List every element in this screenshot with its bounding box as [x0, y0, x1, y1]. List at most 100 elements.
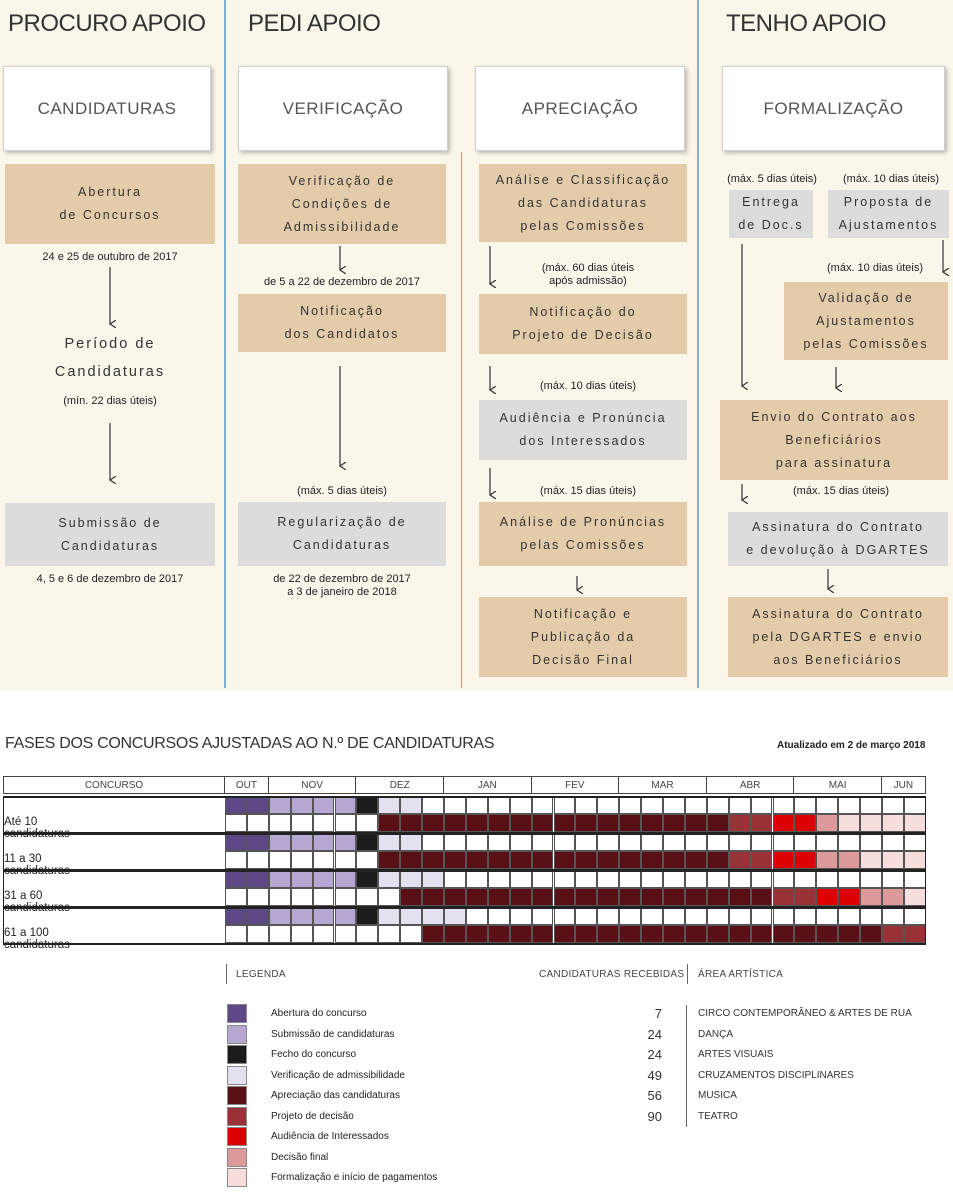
- step-periodo-candidaturas: Período de Candidaturas: [54, 336, 166, 380]
- analise-note: (máx. 60 dias úteis após admissão): [541, 262, 635, 287]
- gantt-row-frame: [3, 907, 926, 944]
- gantt-cell: [794, 851, 817, 869]
- gantt-cell: [400, 851, 423, 869]
- gantt-cell: [882, 888, 904, 906]
- gantt-cell: [684, 814, 707, 832]
- month-header: NOV: [269, 776, 357, 794]
- step-validacao-ajustamentos: Validação de Ajustamentos pelas Comissõe…: [784, 282, 948, 360]
- gantt-cell: [619, 851, 642, 869]
- updated-date: Atualizado em 2 de março 2018: [777, 740, 926, 751]
- gantt-cell: [706, 851, 729, 869]
- gantt-cell: [641, 851, 663, 869]
- gantt-cell: [684, 851, 707, 869]
- row-label: 61 a 100 candidaturas: [4, 927, 70, 951]
- step-audiencia-pronuncia: Audiência e Pronúncia dos Interessados: [479, 400, 687, 460]
- gantt-cell: [246, 925, 269, 943]
- gantt-cell: [838, 851, 861, 869]
- legend-swatch: [227, 1086, 247, 1105]
- gantt-cell: [794, 925, 817, 943]
- gantt-cell: [838, 888, 861, 906]
- legend-header: LEGENDA: [236, 969, 286, 980]
- gantt-cell: [706, 814, 729, 832]
- gantt-cell: [728, 814, 751, 832]
- month-header: MAI: [794, 776, 882, 794]
- gantt-cell: [575, 851, 598, 869]
- gantt-cell: [553, 814, 576, 832]
- gantt-cell: [531, 925, 554, 943]
- gantt-cell: [575, 814, 598, 832]
- gantt-cell: [619, 814, 642, 832]
- gantt-cell: [334, 851, 357, 869]
- month-header: JAN: [444, 776, 532, 794]
- area-count: 7: [654, 1006, 662, 1021]
- legend-swatch: [227, 1127, 247, 1146]
- gantt-cell: [531, 814, 554, 832]
- legend-label: Audiência de Interessados: [271, 1131, 389, 1142]
- phase-apreciacao: APRECIAÇÃO: [475, 66, 685, 151]
- gantt-cell: [684, 925, 707, 943]
- gantt-cell: [334, 888, 357, 906]
- gantt-cell: [794, 888, 817, 906]
- gantt-cell: [860, 925, 882, 943]
- gantt-cell: [663, 851, 685, 869]
- step-analise-pronuncias: Análise de Pronúncias pelas Comissões: [479, 502, 687, 566]
- gantt-cell: [312, 814, 335, 832]
- recebidas-header: CANDIDATURAS RECEBIDAS: [539, 969, 685, 980]
- gantt-cell: [531, 888, 554, 906]
- gantt-cell: [684, 888, 707, 906]
- gantt-cell: [487, 851, 510, 869]
- step-publicacao-decisao: Notificação e Publicação da Decisão Fina…: [479, 597, 687, 677]
- month-header: FEV: [532, 776, 620, 794]
- flow-arrows: [0, 240, 953, 690]
- gantt-cell: [422, 888, 444, 906]
- gantt-cell: [860, 888, 882, 906]
- gantt-cell: [312, 851, 335, 869]
- entrega-note: (máx. 5 dias úteis): [727, 173, 817, 185]
- legend-swatch: [227, 1147, 247, 1167]
- area-count: 49: [647, 1067, 662, 1083]
- gantt-cell: [641, 925, 663, 943]
- legend-label: Decisão final: [271, 1151, 329, 1163]
- gantt-cell: [663, 925, 685, 943]
- gantt-cell: [553, 851, 576, 869]
- column-divider: [461, 152, 462, 688]
- legend-label: Submissão de candidaturas: [271, 1028, 395, 1040]
- section-title-procuro: PROCURO APOIO: [8, 10, 206, 37]
- gantt-cell: [575, 925, 598, 943]
- gantt-cell: [290, 925, 313, 943]
- gantt-cell: [597, 925, 620, 943]
- legend-divider: [226, 964, 227, 984]
- abertura-date: 24 e 25 de outubro de 2017: [42, 251, 178, 263]
- gantt-cell: [728, 888, 751, 906]
- gantt-cell: [487, 888, 510, 906]
- gantt-cell: [268, 814, 291, 832]
- gantt-cell: [597, 888, 620, 906]
- legend-swatch: [227, 1106, 247, 1126]
- gantt-cell: [553, 925, 576, 943]
- gantt-cell: [882, 814, 904, 832]
- month-header: MAR: [619, 776, 707, 794]
- gantt-cell: [509, 925, 532, 943]
- area-count: 24: [647, 1047, 662, 1062]
- regularizacao-date: de 22 de dezembro de 2017 a 3 de janeiro…: [273, 573, 411, 598]
- gantt-cell: [882, 851, 904, 869]
- legend-label: Fecho do concurso: [271, 1049, 357, 1060]
- gantt-cell: [772, 851, 795, 869]
- gantt-cell: [641, 888, 663, 906]
- month-header: OUT: [225, 776, 269, 794]
- legend-label: Formalização e início de pagamentos: [271, 1172, 438, 1183]
- gantt-bottom-border: [3, 943, 926, 945]
- gantt-cell: [268, 888, 291, 906]
- gantt-cell: [553, 888, 576, 906]
- gantt-cell: [750, 851, 773, 869]
- step-assinatura-dgartes: Assinatura do Contrato pela DGARTES e en…: [728, 597, 948, 677]
- phase-formalizacao: FORMALIZAÇÃO: [722, 66, 945, 151]
- step-proposta-ajustamentos: Proposta de Ajustamentos: [828, 190, 949, 238]
- step-notificacao-projeto: Notificação do Projeto de Decisão: [479, 294, 687, 354]
- month-header: DEZ: [356, 776, 444, 794]
- gantt-cell: [597, 851, 620, 869]
- gantt-row-frame: [3, 796, 926, 833]
- gantt-cell: [882, 925, 904, 943]
- month-header: ABR: [707, 776, 795, 794]
- gantt-cell: [356, 888, 379, 906]
